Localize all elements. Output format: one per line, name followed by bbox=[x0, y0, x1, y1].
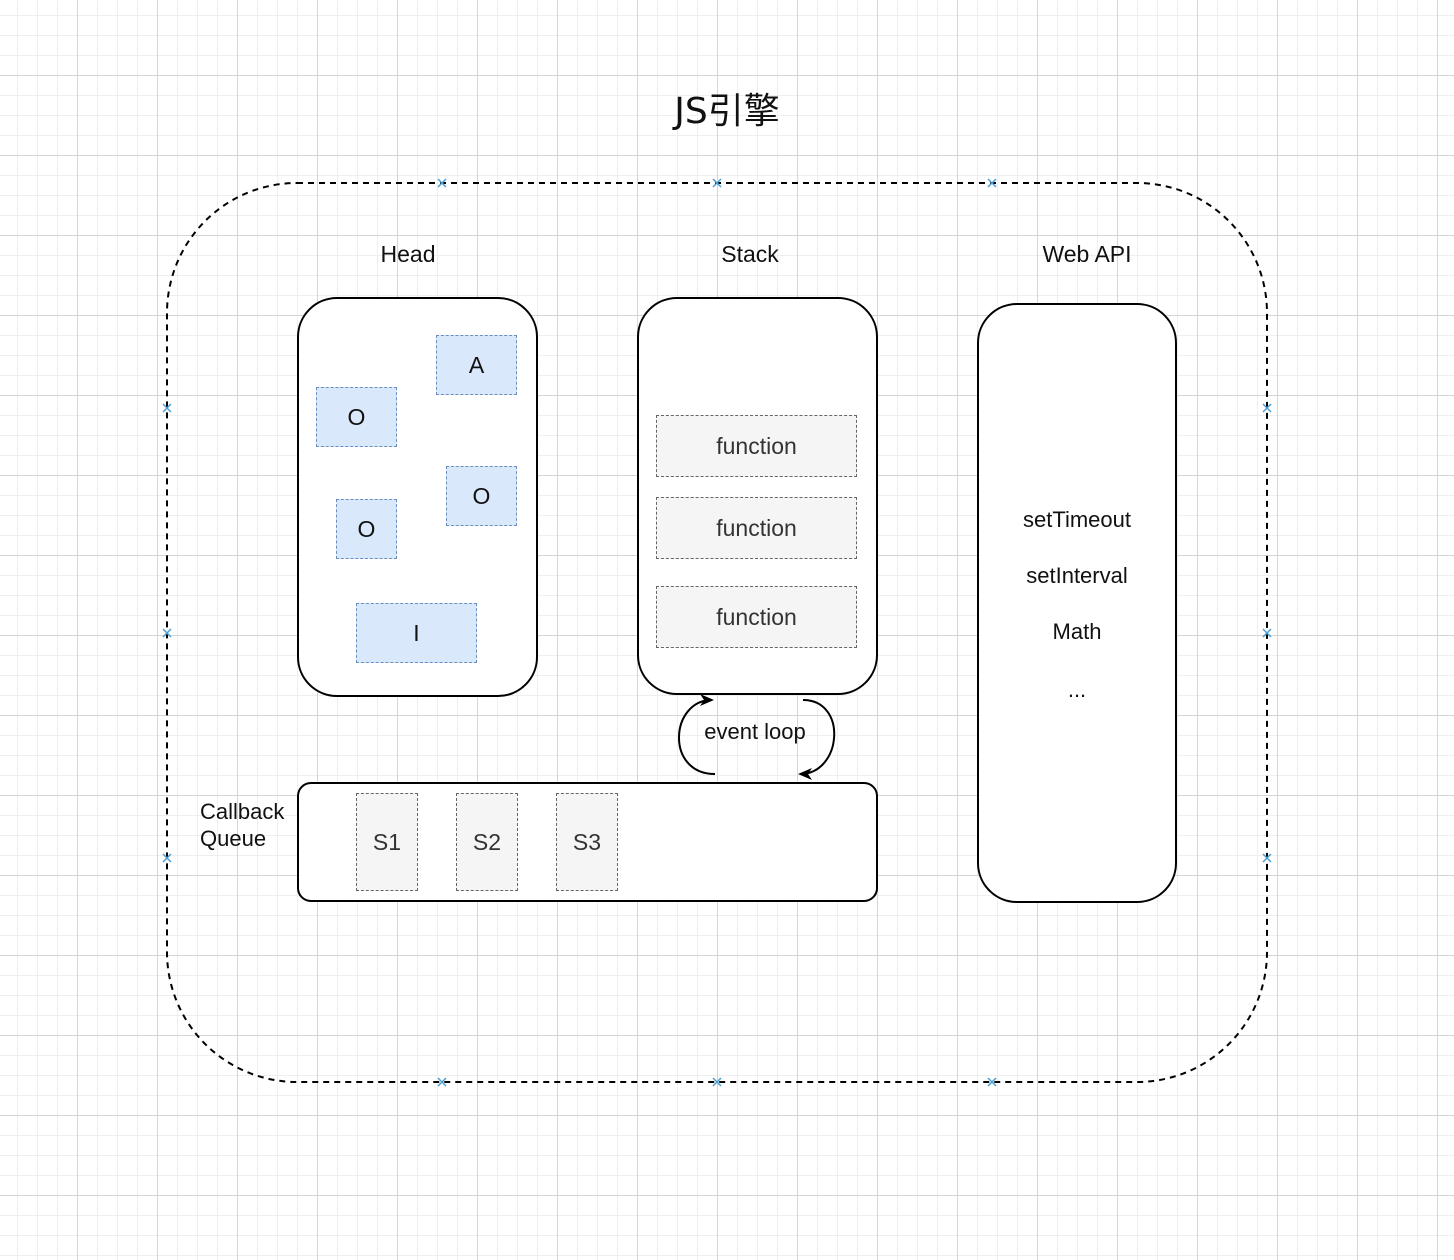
stack-frame[interactable]: function bbox=[656, 586, 857, 648]
selection-handle[interactable] bbox=[712, 1077, 722, 1087]
callback-item[interactable]: S2 bbox=[456, 793, 518, 891]
event-loop-arrow-down[interactable] bbox=[798, 699, 836, 780]
selection-handle[interactable] bbox=[437, 178, 447, 188]
stack-frame[interactable]: function bbox=[656, 497, 857, 559]
selection-handle[interactable] bbox=[162, 403, 172, 413]
selection-handle[interactable] bbox=[1262, 853, 1272, 863]
selection-handle[interactable] bbox=[712, 178, 722, 188]
heap-object[interactable]: O bbox=[336, 499, 397, 559]
callback-item[interactable]: S1 bbox=[356, 793, 418, 891]
selection-handle[interactable] bbox=[1262, 403, 1272, 413]
heap-object[interactable]: O bbox=[316, 387, 397, 447]
web-api-item: ... bbox=[1067, 677, 1087, 702]
stack-frame[interactable]: function bbox=[656, 415, 857, 477]
callback-queue-label-line2: Queue bbox=[200, 826, 267, 851]
selection-handle[interactable] bbox=[1262, 628, 1272, 638]
heap-object[interactable]: O bbox=[446, 466, 517, 526]
selection-handles bbox=[162, 178, 1272, 1087]
selection-handle[interactable] bbox=[162, 628, 172, 638]
callback-queue-label: Callback Queue bbox=[200, 798, 310, 852]
callback-queue-label-line1: Callback bbox=[200, 799, 285, 824]
event-loop-label: event loop bbox=[704, 719, 806, 744]
event-loop-arrow-up[interactable] bbox=[678, 694, 716, 775]
selection-handle[interactable] bbox=[987, 178, 997, 188]
web-api-item: setInterval bbox=[1026, 563, 1128, 588]
heap-object[interactable]: A bbox=[436, 335, 517, 395]
web-api-panel[interactable] bbox=[977, 303, 1177, 903]
stack-label: Stack bbox=[721, 240, 779, 267]
diagram-title: JS引擎 bbox=[674, 91, 780, 132]
selection-handle[interactable] bbox=[437, 1077, 447, 1087]
web-api-item: setTimeout bbox=[1022, 507, 1131, 532]
selection-handle[interactable] bbox=[987, 1077, 997, 1087]
heap-object[interactable]: I bbox=[356, 603, 477, 663]
heap-label: Head bbox=[380, 240, 436, 267]
web-api-item: Math bbox=[1052, 619, 1102, 644]
web-api-label: Web API bbox=[1042, 240, 1132, 267]
selection-handle[interactable] bbox=[162, 853, 172, 863]
callback-item[interactable]: S3 bbox=[556, 793, 618, 891]
